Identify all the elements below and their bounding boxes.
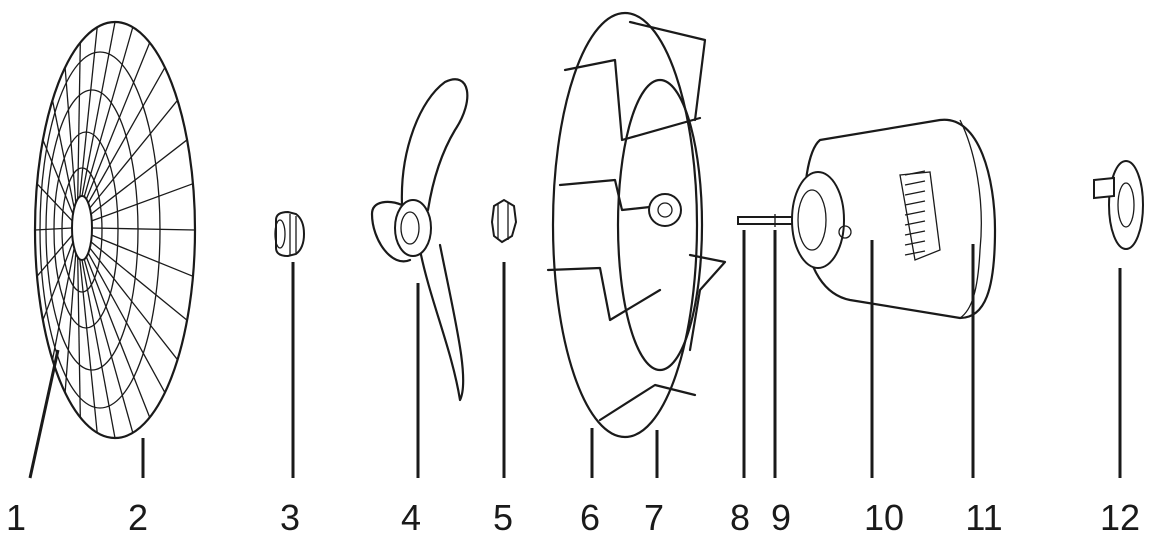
grille-spoke: [85, 256, 151, 418]
fan-blade: [370, 78, 469, 402]
grille-spoke: [87, 252, 166, 393]
part-number-12: 12: [1100, 497, 1140, 538]
grille-spoke: [83, 259, 134, 433]
spinner-cap: [274, 210, 306, 258]
grille-spoke: [36, 234, 73, 277]
part-number-7: 7: [644, 497, 664, 538]
motor-fin: [904, 240, 926, 246]
grille-spoke: [36, 183, 73, 222]
part-number-11: 11: [965, 497, 1002, 538]
motor-fin: [904, 220, 926, 226]
part-number-9: 9: [771, 497, 791, 538]
rear-cap: [1093, 160, 1144, 250]
grille-spoke: [77, 256, 81, 418]
motor-fin: [904, 210, 926, 216]
motor-fin: [904, 170, 926, 176]
part-number-3: 3: [280, 497, 300, 538]
grille-spoke: [91, 183, 194, 222]
grille-spoke: [81, 21, 116, 197]
grille-spoke: [85, 42, 151, 200]
front-grille: [33, 20, 197, 440]
rear-grille: [546, 11, 727, 439]
grille-spoke: [51, 247, 75, 360]
grille-spoke: [89, 99, 179, 209]
grille-spoke: [34, 227, 73, 231]
grille-spoke: [89, 247, 179, 361]
grille-spoke: [81, 259, 116, 439]
part-number-4: 4: [401, 497, 421, 538]
part-number-8: 8: [730, 497, 750, 538]
part-number-6: 6: [580, 497, 600, 538]
grille-spoke: [51, 100, 75, 209]
grille-spoke: [64, 67, 77, 204]
grille-spoke: [64, 252, 77, 393]
part-numbers: 1 2 3 4 5 6 7 8 9 10 11 12: [6, 497, 1140, 538]
motor-fin: [904, 200, 926, 206]
motor-shaft: [737, 214, 799, 227]
part-number-10: 10: [864, 497, 904, 538]
grille-spoke: [42, 241, 74, 321]
leader-lines: [28, 230, 1122, 479]
grille-spoke: [90, 139, 188, 215]
blade-nut: [490, 198, 518, 244]
grille-spoke: [91, 227, 196, 231]
part-number-5: 5: [493, 497, 513, 538]
grille-spoke: [79, 27, 98, 197]
grille-spoke: [90, 241, 188, 321]
grille-spoke: [91, 234, 194, 277]
leader-line-1: [28, 349, 60, 479]
grille-spoke: [42, 139, 74, 215]
grille-spoke: [87, 67, 166, 204]
motor-fin: [904, 250, 926, 256]
part-number-2: 2: [128, 497, 148, 538]
part-number-1: 1: [6, 497, 26, 538]
motor-fin: [904, 190, 926, 196]
motor-fin: [904, 230, 926, 236]
grille-spoke: [79, 259, 98, 433]
motor-housing: [791, 118, 997, 320]
grille-spoke: [83, 27, 134, 197]
motor-fin: [904, 180, 926, 186]
grille-spoke: [77, 42, 81, 200]
